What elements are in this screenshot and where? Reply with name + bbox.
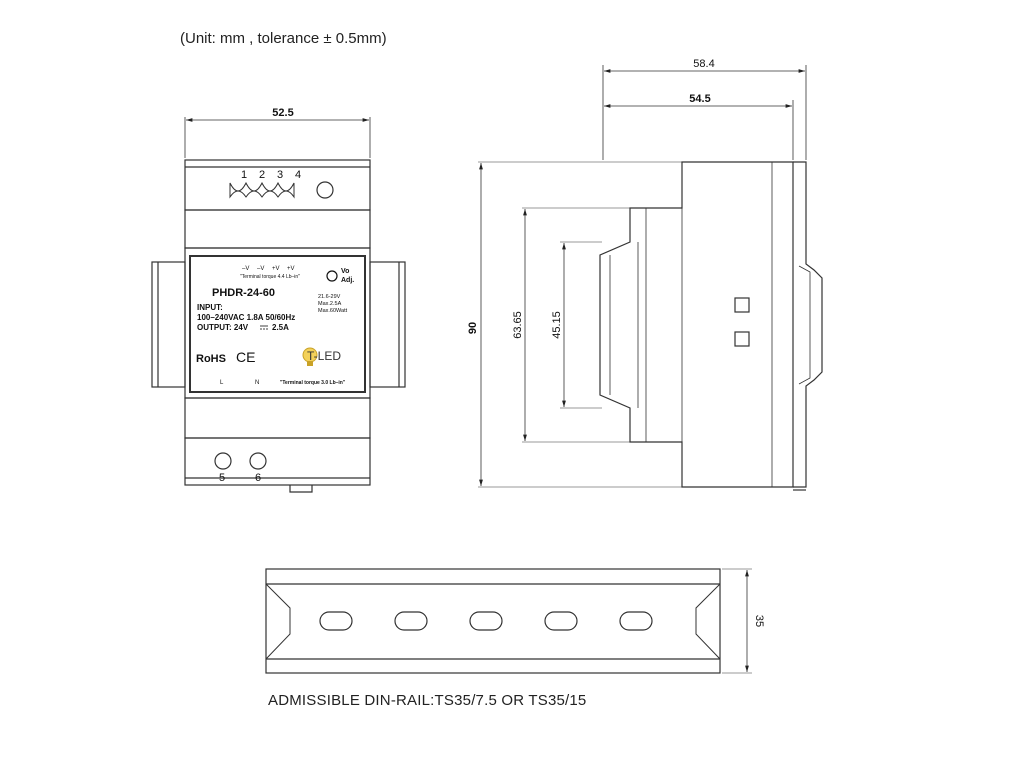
- side-window-top: [734, 297, 750, 313]
- terminal-screw-6: [249, 452, 267, 470]
- top-terminal-screws: [229, 181, 334, 199]
- din-rail-outline: [265, 568, 721, 674]
- side-view: 58.4 54.5 90 63.65 45.15: [467, 58, 823, 491]
- dim-rail-35: 35: [722, 568, 765, 674]
- label-pin-v3: +V: [272, 266, 280, 272]
- terminal-number-4: 4: [295, 169, 301, 181]
- label-content: –V –V +V +V "Terminal torque 4.4 Lb–in" …: [196, 266, 354, 386]
- side-clips: [151, 261, 406, 388]
- dim-label-58-4: 58.4: [693, 58, 714, 70]
- din-rail-slots: [319, 611, 653, 631]
- terminal-screw-5: [214, 452, 232, 470]
- unit-note: (Unit: mm , tolerance ± 0.5mm): [180, 30, 387, 47]
- label-pin-v1: –V: [242, 266, 249, 272]
- terminal-number-3: 3: [277, 169, 283, 181]
- dim-height-63-65: 63.65: [512, 207, 630, 443]
- side-window-bottom: [734, 331, 750, 347]
- label-torque-bottom: "Terminal torque 3.0 Lb–in": [280, 380, 346, 386]
- bottom-latch: [289, 485, 313, 493]
- label-output-title: OUTPUT: 24V: [197, 323, 249, 332]
- dim-label-90: 90: [467, 322, 479, 334]
- vo-adj-knob-icon: [326, 270, 338, 282]
- dim-label-35: 35: [753, 615, 765, 627]
- label-pin-v2: –V: [257, 266, 264, 272]
- din-rail-note: ADMISSIBLE DIN-RAIL:TS35/7.5 OR TS35/15: [268, 692, 587, 709]
- brand-bulb-icon: [302, 347, 318, 366]
- label-rohs: RoHS: [196, 353, 226, 365]
- label-pin-v4: +V: [287, 266, 295, 272]
- label-input-value: 100–240VAC 1.8A 50/60Hz: [197, 313, 295, 322]
- front-view: 52.5 1 2 3 4 –V –V +V: [151, 107, 406, 493]
- label-adj: Adj.: [341, 277, 354, 284]
- label-vo: Vo: [341, 268, 349, 275]
- label-panel: [189, 255, 366, 393]
- label-output-value: 2.5A: [272, 323, 289, 332]
- bottom-step: [184, 397, 371, 439]
- top-step: [184, 209, 371, 249]
- terminal-number-2: 2: [259, 169, 265, 181]
- label-pin-n: N: [255, 380, 259, 386]
- side-rail-clip: [793, 161, 823, 488]
- dim-label-45-15: 45.15: [551, 311, 563, 339]
- label-input-title: INPUT:: [197, 303, 223, 312]
- dim-label-52-5: 52.5: [272, 107, 293, 119]
- dim-depth-58-4: 58.4: [602, 58, 807, 160]
- bottom-terminal-block: [184, 437, 371, 486]
- top-terminal-numbers: 1 2 3 4: [241, 169, 301, 181]
- label-brand: T-LED: [307, 349, 341, 363]
- dim-width-52-5: 52.5: [184, 107, 371, 158]
- dim-depth-54-5: 54.5: [604, 93, 794, 160]
- terminal-number-6: 6: [255, 472, 261, 484]
- label-spec-power: Max.60Watt: [318, 308, 348, 314]
- dc-symbol-icon: [260, 325, 268, 330]
- side-body-outline: [599, 161, 794, 488]
- label-spec-current: Max.2.5A: [318, 301, 342, 307]
- label-pin-l: L: [220, 380, 224, 386]
- terminal-number-5: 5: [219, 472, 225, 484]
- label-spec-voltage: 21.6-29V: [318, 294, 341, 300]
- label-ce: CE: [236, 349, 255, 365]
- label-torque-top: "Terminal torque 4.4 Lb–in": [240, 274, 300, 280]
- dim-label-63-65: 63.65: [512, 311, 524, 339]
- din-rail-view: 35: [265, 568, 765, 674]
- label-model: PHDR-24-60: [212, 287, 275, 299]
- dim-label-54-5: 54.5: [689, 93, 710, 105]
- dim-height-45-15: 45.15: [551, 241, 602, 409]
- terminal-number-1: 1: [241, 169, 247, 181]
